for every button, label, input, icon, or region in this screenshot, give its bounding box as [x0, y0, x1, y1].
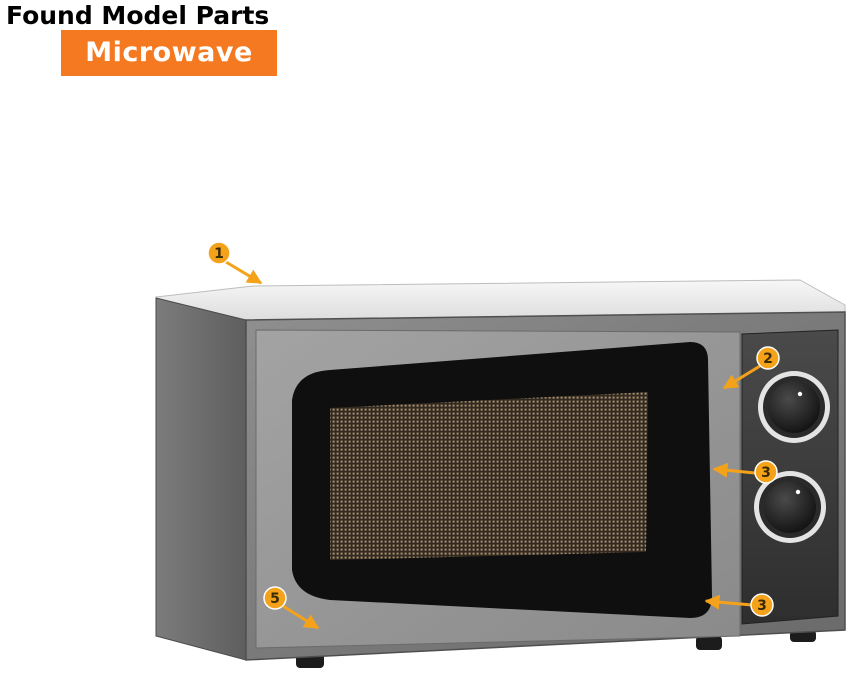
callout-number: 3 [757, 598, 767, 614]
callout-number: 2 [763, 351, 773, 367]
callout-number: 5 [270, 591, 280, 607]
door-window-mesh [330, 392, 648, 560]
appliance-type-badge: Microwave [61, 30, 277, 76]
arrow-2 [722, 364, 761, 390]
arrow-1 [225, 260, 263, 285]
callout-number: 1 [214, 246, 224, 262]
arrow-3a [712, 462, 756, 478]
power-knob [754, 471, 826, 543]
callout-3b: 3 [750, 593, 774, 617]
foot-center [696, 636, 722, 650]
callout-2: 2 [756, 346, 780, 370]
callout-5: 5 [263, 586, 287, 610]
door-window-shade [330, 392, 648, 560]
callout-number: 3 [761, 465, 771, 481]
callout-1: 1 [207, 241, 231, 265]
timer-knob [758, 371, 830, 443]
page-title: Found Model Parts [6, 1, 270, 30]
cabinet-side [155, 297, 247, 661]
callout-3a: 3 [754, 460, 778, 484]
arrow-5 [282, 604, 320, 630]
arrow-3b [704, 594, 753, 610]
